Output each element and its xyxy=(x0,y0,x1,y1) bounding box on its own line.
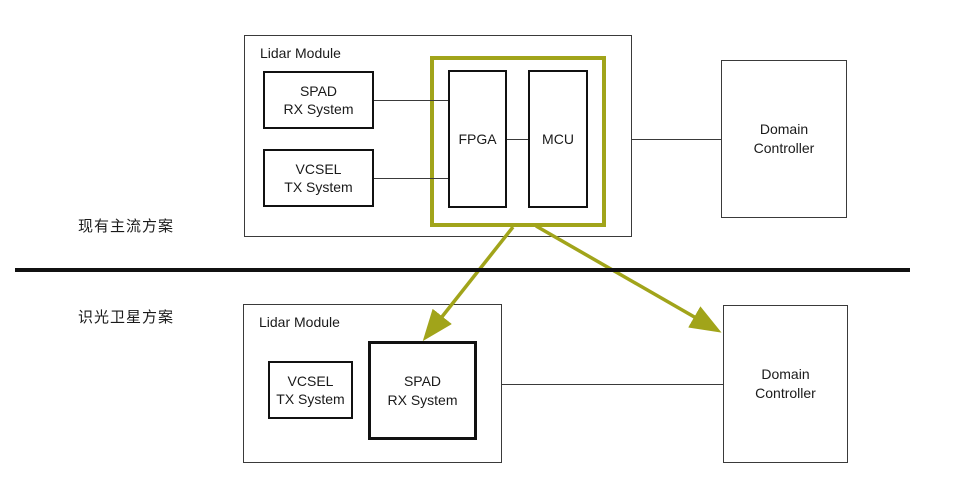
mcu-box: MCU xyxy=(528,70,588,208)
bottom-scheme-label: 识光卫星方案 xyxy=(78,309,175,326)
bottom-vcsel-tx-box: VCSEL TX System xyxy=(268,361,353,419)
top-spad-rx-box: SPAD RX System xyxy=(263,71,374,129)
bottom-domain-controller-box: Domain Controller xyxy=(723,305,848,463)
top-lidar-module-title: Lidar Module xyxy=(260,45,341,61)
fpga-label: FPGA xyxy=(458,130,497,147)
bottom-spad-rx-label: SPAD RX System xyxy=(387,373,458,408)
bottom-domain-controller-label: Domain Controller xyxy=(755,366,816,401)
connector-spad-to-fpga xyxy=(374,100,448,101)
bottom-vcsel-tx-label: VCSEL TX System xyxy=(276,372,345,407)
bottom-lidar-module-title: Lidar Module xyxy=(259,314,340,330)
top-spad-rx-label: SPAD RX System xyxy=(283,82,354,117)
top-domain-controller-label: Domain Controller xyxy=(753,121,815,156)
arrow-to-domain-controller xyxy=(535,224,722,333)
top-vcsel-tx-box: VCSEL TX System xyxy=(263,149,374,207)
connector-vcsel-to-fpga xyxy=(374,178,448,179)
section-divider xyxy=(15,268,910,272)
top-domain-controller-box: Domain Controller xyxy=(721,60,847,218)
top-vcsel-tx-label: VCSEL TX System xyxy=(284,160,353,195)
top-scheme-label: 现有主流方案 xyxy=(78,218,175,235)
fpga-mcu-highlight-frame xyxy=(430,56,606,227)
connector-lidar-to-domain-top xyxy=(632,139,721,140)
fpga-box: FPGA xyxy=(448,70,507,208)
mcu-label: MCU xyxy=(542,130,574,147)
bottom-spad-rx-box: SPAD RX System xyxy=(368,341,477,440)
connector-fpga-to-mcu xyxy=(507,139,528,140)
connector-lidar-to-domain-bottom xyxy=(502,384,723,385)
